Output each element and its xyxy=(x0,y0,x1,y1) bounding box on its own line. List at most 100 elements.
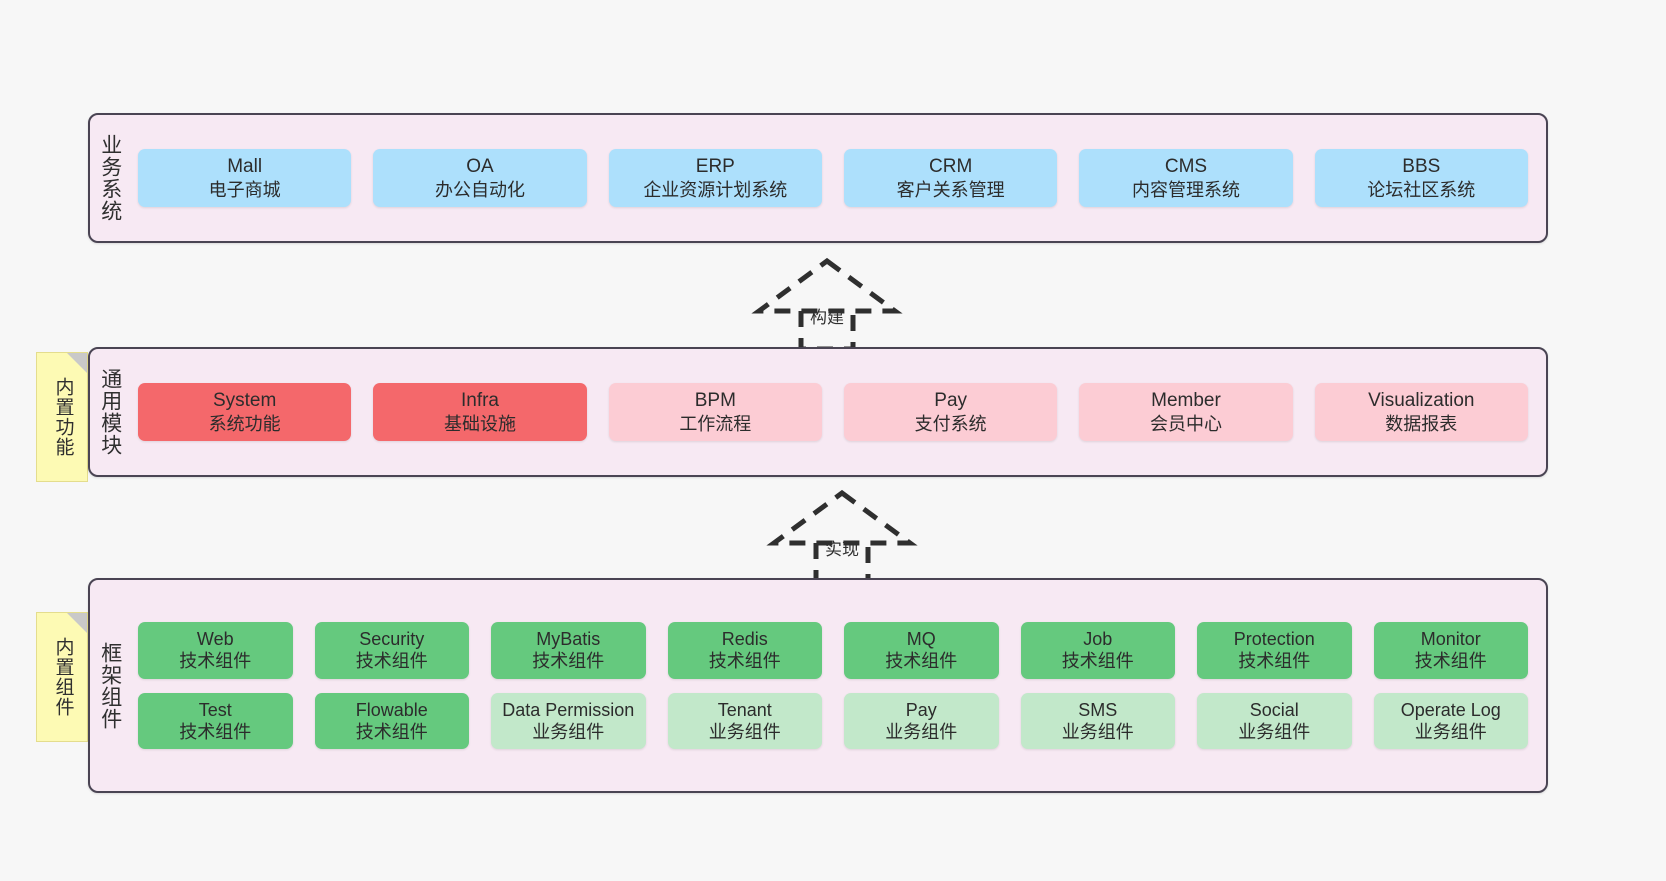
card-name: Pay xyxy=(905,699,937,720)
arrow-head-triangle xyxy=(751,257,903,314)
business-card-erp[interactable]: ERP 企业资源计划系统 xyxy=(608,149,822,207)
card-desc: 支付系统 xyxy=(914,413,987,434)
component-card-protection[interactable]: Protection 技术组件 xyxy=(1197,621,1352,679)
modules-row: System 系统功能 Infra 基础设施 BPM 工作流程 Pay 支付系统… xyxy=(138,383,1528,441)
card-desc: 技术组件 xyxy=(1238,651,1311,672)
business-row: Mall 电子商城 OA 办公自动化 ERP 企业资源计划系统 CRM 客户关系… xyxy=(138,149,1528,207)
card-desc: 技术组件 xyxy=(355,651,428,672)
card-desc: 电子商城 xyxy=(208,179,281,200)
card-name: Security xyxy=(359,628,425,649)
component-card-security[interactable]: Security 技术组件 xyxy=(314,621,469,679)
card-name: SMS xyxy=(1078,699,1118,720)
component-card-sms[interactable]: SMS 业务组件 xyxy=(1020,692,1175,750)
card-desc: 内容管理系统 xyxy=(1131,179,1240,200)
component-card-social[interactable]: Social 业务组件 xyxy=(1197,692,1352,750)
module-card-visualization[interactable]: Visualization 数据报表 xyxy=(1314,383,1528,441)
card-desc: 业务组件 xyxy=(1238,721,1311,742)
card-desc: 技术组件 xyxy=(355,721,428,742)
component-card-tenant[interactable]: Tenant 业务组件 xyxy=(667,692,822,750)
card-name: Protection xyxy=(1233,628,1315,649)
card-name: Redis xyxy=(721,628,768,649)
component-card-mybatis[interactable]: MyBatis 技术组件 xyxy=(491,621,646,679)
card-name: Job xyxy=(1083,628,1113,649)
business-layer-body: Mall 电子商城 OA 办公自动化 ERP 企业资源计划系统 CRM 客户关系… xyxy=(130,115,1546,241)
module-card-system[interactable]: System 系统功能 xyxy=(138,383,352,441)
card-name: CMS xyxy=(1164,156,1208,178)
framework-components-layer: 框架组件 Web 技术组件 Security 技术组件 MyBatis 技术组件… xyxy=(88,578,1548,793)
module-card-bpm[interactable]: BPM 工作流程 xyxy=(608,383,822,441)
card-name: Member xyxy=(1151,390,1221,412)
card-name: Pay xyxy=(934,390,968,412)
business-card-oa[interactable]: OA 办公自动化 xyxy=(373,149,587,207)
component-card-job[interactable]: Job 技术组件 xyxy=(1020,621,1175,679)
arrow-stem xyxy=(813,543,871,584)
component-card-test[interactable]: Test 技术组件 xyxy=(138,692,293,750)
component-card-data-permission[interactable]: Data Permission 业务组件 xyxy=(491,692,646,750)
business-card-bbs[interactable]: BBS 论坛社区系统 xyxy=(1314,149,1528,207)
card-desc: 业务组件 xyxy=(885,721,958,742)
business-card-mall[interactable]: Mall 电子商城 xyxy=(138,149,352,207)
business-system-layer: 业务系统 Mall 电子商城 OA 办公自动化 ERP 企业资源计划系统 CRM… xyxy=(88,113,1548,243)
card-name: Infra xyxy=(460,390,499,412)
card-desc: 论坛社区系统 xyxy=(1367,179,1476,200)
common-modules-layer: 通用模块 System 系统功能 Infra 基础设施 BPM 工作流程 Pay… xyxy=(88,347,1548,477)
business-card-cms[interactable]: CMS 内容管理系统 xyxy=(1079,149,1293,207)
framework-business-row: Test 技术组件 Flowable 技术组件 Data Permission … xyxy=(138,692,1528,750)
card-name: MQ xyxy=(906,628,936,649)
card-name: Flowable xyxy=(355,699,428,720)
card-name: Tenant xyxy=(717,699,772,720)
card-desc: 业务组件 xyxy=(708,721,781,742)
framework-tech-row: Web 技术组件 Security 技术组件 MyBatis 技术组件 Redi… xyxy=(138,621,1528,679)
card-name: Visualization xyxy=(1368,390,1475,412)
modules-layer-body: System 系统功能 Infra 基础设施 BPM 工作流程 Pay 支付系统… xyxy=(130,349,1546,475)
framework-layer-title: 框架组件 xyxy=(98,641,122,730)
card-name: Test xyxy=(198,699,232,720)
modules-layer-title: 通用模块 xyxy=(98,368,122,456)
arrow-stem xyxy=(798,311,856,352)
card-name: BPM xyxy=(694,390,736,412)
build-arrow: 构建 xyxy=(737,257,917,353)
module-card-infra[interactable]: Infra 基础设施 xyxy=(373,383,587,441)
component-card-monitor[interactable]: Monitor 技术组件 xyxy=(1373,621,1528,679)
card-desc: 技术组件 xyxy=(708,651,781,672)
card-desc: 技术组件 xyxy=(885,651,958,672)
sticky-note-builtin-components: 内置组件 xyxy=(36,612,88,742)
card-name: Mall xyxy=(227,156,263,178)
card-desc: 工作流程 xyxy=(679,413,752,434)
module-card-pay[interactable]: Pay 支付系统 xyxy=(843,383,1058,441)
realize-arrow: 实现 xyxy=(752,489,932,585)
card-name: System xyxy=(212,390,277,412)
component-card-web[interactable]: Web 技术组件 xyxy=(138,621,293,679)
card-name: Operate Log xyxy=(1400,699,1501,720)
card-desc: 技术组件 xyxy=(179,721,252,742)
business-layer-title: 业务系统 xyxy=(98,134,122,222)
card-desc: 业务组件 xyxy=(1414,721,1487,742)
card-name: OA xyxy=(466,156,494,178)
module-card-member[interactable]: Member 会员中心 xyxy=(1079,383,1293,441)
component-card-pay[interactable]: Pay 业务组件 xyxy=(844,692,999,750)
card-desc: 业务组件 xyxy=(532,721,605,742)
card-desc: 企业资源计划系统 xyxy=(643,179,788,200)
component-card-operate-log[interactable]: Operate Log 业务组件 xyxy=(1373,692,1528,750)
card-name: Web xyxy=(196,628,234,649)
card-desc: 办公自动化 xyxy=(434,179,525,200)
framework-layer-body: Web 技术组件 Security 技术组件 MyBatis 技术组件 Redi… xyxy=(130,580,1546,791)
card-name: ERP xyxy=(695,156,735,178)
sticky-note-builtin-functions: 内置功能 xyxy=(36,352,88,482)
card-desc: 技术组件 xyxy=(1061,651,1134,672)
card-desc: 会员中心 xyxy=(1149,413,1222,434)
card-name: BBS xyxy=(1402,156,1441,178)
card-desc: 数据报表 xyxy=(1385,413,1458,434)
component-card-mq[interactable]: MQ 技术组件 xyxy=(844,621,999,679)
component-card-flowable[interactable]: Flowable 技术组件 xyxy=(314,692,469,750)
card-name: CRM xyxy=(929,156,973,178)
card-desc: 技术组件 xyxy=(532,651,605,672)
business-card-crm[interactable]: CRM 客户关系管理 xyxy=(843,149,1058,207)
card-name: Monitor xyxy=(1420,628,1481,649)
card-name: Data Permission xyxy=(502,699,635,720)
arrow-head-triangle xyxy=(766,489,918,546)
card-desc: 业务组件 xyxy=(1061,721,1134,742)
card-name: Social xyxy=(1249,699,1299,720)
component-card-redis[interactable]: Redis 技术组件 xyxy=(667,621,822,679)
